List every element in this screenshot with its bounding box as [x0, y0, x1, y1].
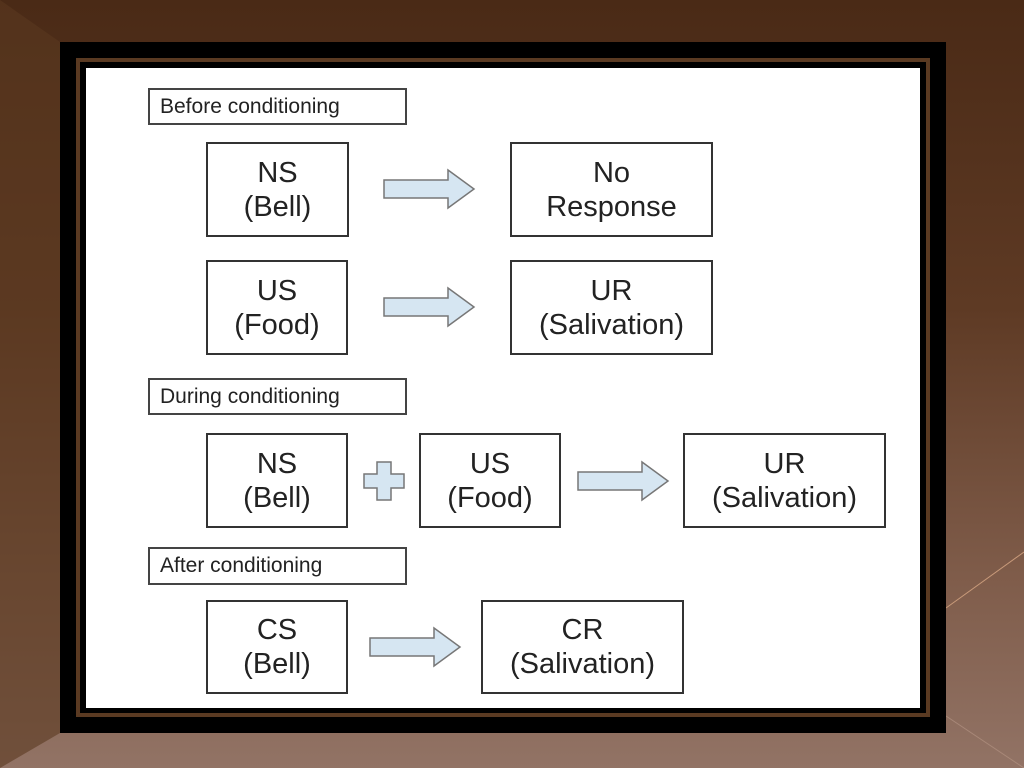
box-line: NS	[256, 447, 298, 480]
box-line: (Bell)	[243, 481, 311, 514]
box-line: CR	[561, 614, 604, 646]
ns-bell-box: NS (Bell)	[206, 433, 348, 528]
box-line: (Food)	[447, 481, 533, 514]
cr-salivation-box: CR (Salivation)	[481, 600, 684, 694]
box-line: (Salivation)	[711, 481, 858, 514]
cs-bell-box: CS (Bell)	[206, 600, 348, 694]
us-food-box: US (Food)	[206, 260, 348, 355]
box-line: UR	[763, 447, 806, 480]
section-label-before: Before conditioning	[148, 88, 407, 125]
section-label-after: After conditioning	[148, 547, 407, 585]
box-line: (Food)	[234, 308, 320, 341]
no-response-box: No Response	[510, 142, 713, 237]
ns-bell-box: NS (Bell)	[206, 142, 349, 237]
ur-salivation-box: UR (Salivation)	[510, 260, 713, 355]
plus-icon	[363, 461, 405, 501]
box-line: CS	[256, 614, 298, 646]
box-line: NS	[257, 156, 298, 189]
us-food-box: US (Food)	[419, 433, 561, 528]
box-line: (Bell)	[243, 190, 312, 223]
right-arrow-icon	[383, 286, 476, 328]
box-line: (Bell)	[243, 648, 311, 680]
box-line: US	[469, 447, 511, 480]
right-arrow-icon	[383, 168, 476, 210]
right-arrow-icon	[577, 460, 670, 502]
box-line: (Salivation)	[538, 308, 685, 341]
box-line: No	[592, 156, 631, 189]
ur-salivation-box: UR (Salivation)	[683, 433, 886, 528]
box-line: US	[256, 274, 298, 307]
box-line: Response	[546, 190, 677, 223]
box-line: (Salivation)	[509, 648, 656, 680]
section-label-during: During conditioning	[148, 378, 407, 415]
box-line: UR	[590, 274, 633, 307]
right-arrow-icon	[369, 626, 462, 668]
